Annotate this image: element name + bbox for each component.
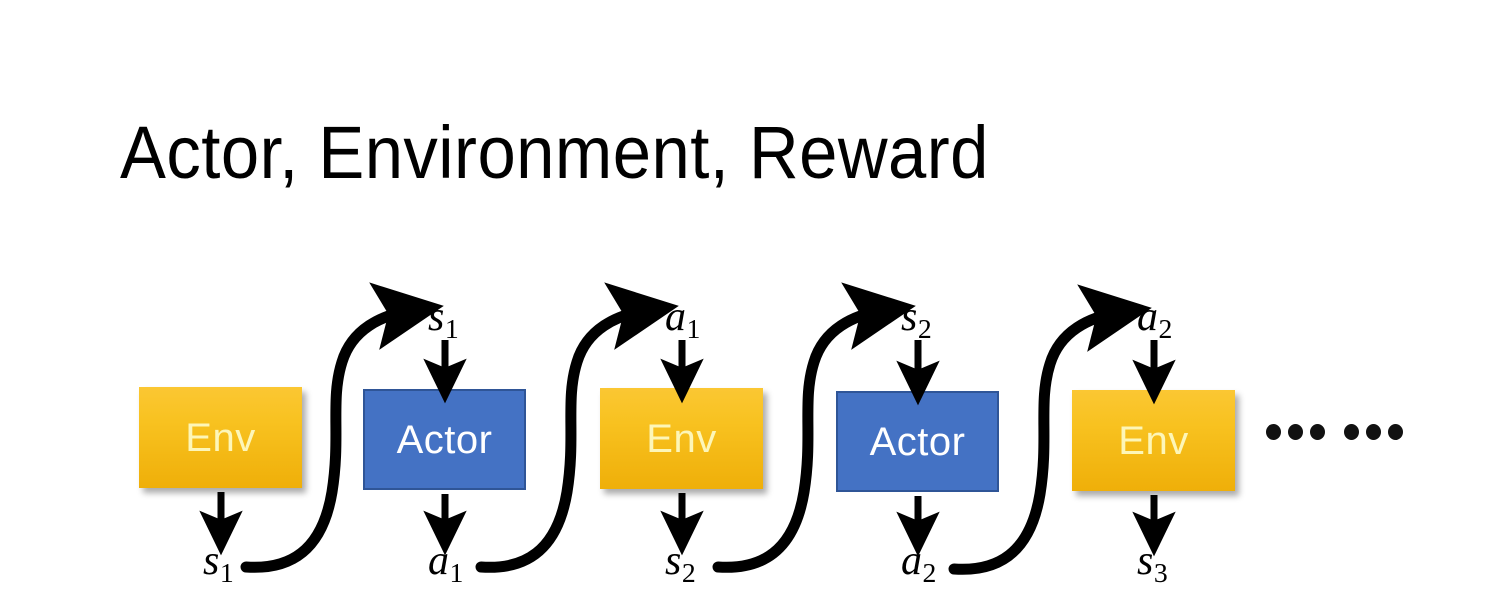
bottom-label-a1: a1 [428,538,463,587]
math-subscript: 3 [1153,557,1168,589]
math-symbol: a [665,294,686,340]
node-box-label: Env [185,415,256,460]
top-label-s2: s2 [901,294,932,343]
math-subscript: 1 [219,557,234,589]
top-label-a2: a2 [1137,294,1172,343]
math-subscript: 2 [1158,313,1173,345]
bottom-label-s1: s1 [203,538,234,587]
ellipsis-dot [1344,424,1359,440]
top-label-s1: s1 [428,294,459,343]
math-symbol: s [1137,538,1154,584]
ellipsis-group-gap [1332,432,1337,433]
node-box-label: Actor [869,419,966,464]
math-subscript: 2 [681,557,696,589]
math-symbol: s [203,538,220,584]
math-subscript: 1 [686,313,701,345]
node-box-label: Env [646,416,717,461]
top-label-a1: a1 [665,294,700,343]
node-box-env-1: Env [139,387,302,488]
math-symbol: s [901,294,918,340]
ellipsis-dot [1366,424,1381,440]
arrow-label-to-box-group [423,340,1176,406]
node-box-label: Env [1118,418,1189,463]
math-subscript: 1 [449,557,464,589]
math-subscript: 1 [444,313,459,345]
node-box-env-3: Env [600,388,763,489]
node-box-actor-4: Actor [836,391,999,492]
ellipsis-indicator [1266,424,1403,440]
bottom-label-s3: s3 [1137,538,1168,587]
ellipsis-dot [1388,424,1403,440]
math-symbol: a [1137,294,1158,340]
bottom-label-s2: s2 [665,538,696,587]
bottom-label-a2: a2 [901,538,936,587]
node-box-env-5: Env [1072,390,1235,491]
node-box-label: Actor [396,417,493,462]
ellipsis-dot [1288,424,1303,440]
math-subscript: 2 [917,313,932,345]
math-symbol: s [428,294,445,340]
math-subscript: 2 [922,557,937,589]
node-box-actor-2: Actor [363,389,526,490]
math-symbol: a [428,538,449,584]
math-symbol: a [901,538,922,584]
page-title: Actor, Environment, Reward [120,111,989,194]
math-symbol: s [665,538,682,584]
arrow-box-to-label-group [199,492,1176,557]
ellipsis-dot [1266,424,1281,440]
ellipsis-dot [1310,424,1325,440]
